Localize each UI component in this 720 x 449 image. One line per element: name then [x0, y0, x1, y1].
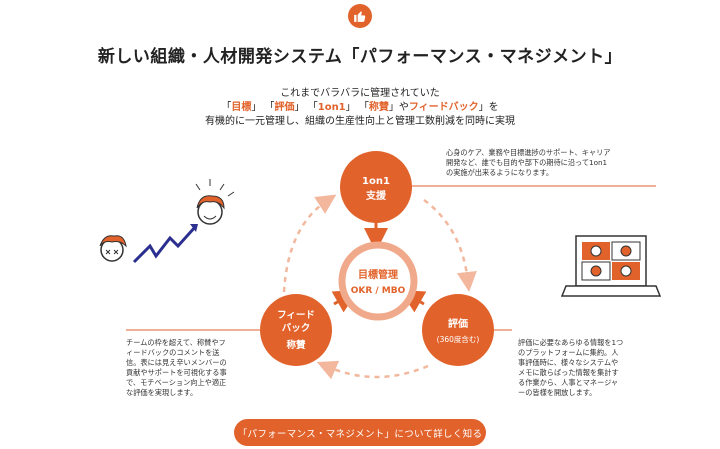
- description-1on1: 心身のケア、業務や目標進捗のサポート、キャリア 開発など、誰でも目的や部下の期待…: [446, 148, 611, 177]
- lead-line-1: これまでバラバラに管理されていた: [280, 88, 440, 99]
- keyword-goal: 目標: [231, 102, 252, 113]
- cycle-arc-top-right: [423, 198, 477, 292]
- thumbs-up-icon: [354, 11, 366, 22]
- lead-particle: を: [488, 102, 499, 113]
- learn-more-button[interactable]: 「パフォーマンス・マネジメント」について詳しく知る: [234, 419, 486, 446]
- lead-line-3: 有機的に一元管理し、組織の生産性向上と管理工数削減を同時に実現: [205, 116, 515, 127]
- node-feedback: [260, 294, 332, 366]
- center-line-2: OKR / MBO: [351, 286, 406, 296]
- video-call-illustration: [560, 235, 662, 297]
- node-1on1: [340, 151, 412, 223]
- keyword-feedback: フィードバック: [408, 102, 479, 113]
- node-feedback-line-2: バック: [282, 322, 311, 334]
- center-node: [338, 241, 418, 321]
- keyword-1on1: 1on1: [317, 102, 346, 113]
- node-feedback-line-1: フィード: [277, 310, 315, 321]
- node-1on1-line-2: 支援: [365, 189, 387, 202]
- lead-line-2: 「目標」 「評価」 「1on1」 「称賛」やフィードバック」を: [221, 102, 499, 113]
- keyword-evaluation: 評価: [274, 102, 295, 113]
- description-feedback: チームの枠を超えて、称賛やフ ィードバックのコメントを送 信。表には見え辛いメン…: [126, 338, 227, 397]
- growth-illustration: [99, 179, 235, 264]
- node-1on1-line-1: 1on1: [362, 176, 390, 187]
- cycle-arc-left: [282, 194, 337, 293]
- node-evaluation-line-2: (360度含む): [437, 334, 480, 344]
- thumbs-up-badge: [348, 4, 372, 28]
- node-evaluation: [422, 294, 494, 366]
- description-evaluation: 評価に必要なあらゆる情報を1つ のプラットフォームに集約。人 事評価時に、様々な…: [518, 338, 624, 397]
- node-evaluation-line-1: 評価: [448, 317, 468, 330]
- keyword-praise: 称賛: [368, 102, 389, 113]
- node-feedback-line-3: 称賛: [286, 339, 306, 351]
- center-line-1: 目標管理: [358, 268, 398, 281]
- page-title: 新しい組織・人材開発システム「パフォーマンス・マネジメント」: [97, 47, 623, 67]
- cycle-arc-bottom: [316, 360, 429, 380]
